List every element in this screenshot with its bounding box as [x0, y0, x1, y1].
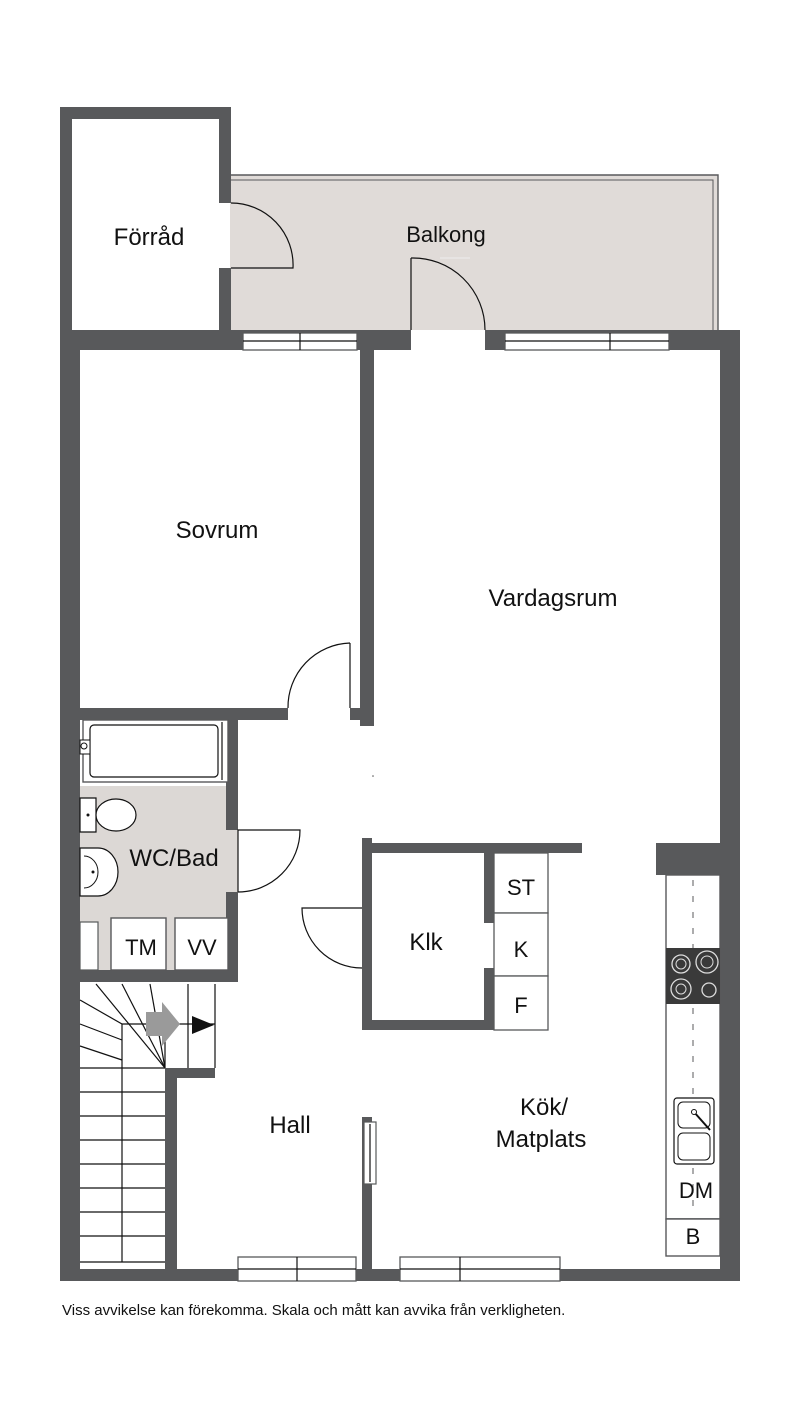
- room-labels: Förråd Balkong Sovrum Vardagsrum WC/Bad …: [114, 222, 713, 1249]
- bathroom-fixtures: [79, 719, 229, 971]
- balcony: [230, 174, 719, 330]
- inner-walls: [80, 350, 720, 1269]
- label-balkong: Balkong: [406, 222, 486, 247]
- label-sovrum: Sovrum: [176, 517, 259, 544]
- bathtub: [82, 719, 229, 783]
- label-vv: VV: [187, 935, 217, 960]
- label-tm: TM: [125, 935, 157, 960]
- door-bedroom: [287, 642, 351, 709]
- staircase: [79, 983, 216, 1263]
- toilet-bowl: [95, 798, 137, 832]
- washbasin: [79, 847, 119, 897]
- washing-machine-box: [110, 917, 167, 971]
- storage-room-floor: [72, 119, 219, 330]
- balcony-railing: [230, 174, 719, 330]
- stairs-arrow-grey: [146, 1002, 180, 1046]
- door-balcony: [410, 257, 486, 331]
- label-b: B: [686, 1224, 701, 1249]
- sink: [673, 1097, 715, 1165]
- k-box: [493, 912, 549, 977]
- disclaimer-text: Viss avvikelse kan förekomma. Skala och …: [62, 1302, 565, 1319]
- label-forrad: Förråd: [114, 224, 185, 251]
- stairs-arrow-black: [192, 1016, 214, 1034]
- label-dm: DM: [679, 1178, 713, 1203]
- label-k: K: [514, 937, 529, 962]
- f-box: [493, 975, 549, 1031]
- label-kok-line2: Matplats: [496, 1126, 587, 1153]
- label-kok-line1: Kök/: [520, 1094, 568, 1121]
- closet-units: [493, 852, 549, 1031]
- label-f: F: [514, 993, 527, 1018]
- kitchen-counter: [665, 874, 721, 1257]
- doors: [230, 202, 486, 1185]
- st-box: [493, 852, 549, 914]
- windows: [237, 332, 670, 1282]
- label-klk: Klk: [409, 929, 443, 956]
- balcony-floor: [230, 175, 718, 330]
- door-storage: [230, 202, 294, 269]
- door-closet: [301, 907, 363, 969]
- door-bathroom: [237, 829, 301, 893]
- counter: [665, 874, 721, 1220]
- cabinet: [79, 921, 99, 971]
- label-vardagsrum: Vardagsrum: [489, 585, 618, 612]
- water-heater-box: [174, 917, 229, 971]
- label-wc-bad: WC/Bad: [129, 845, 218, 872]
- balcony-railing-inner: [230, 179, 714, 330]
- label-st: ST: [507, 875, 535, 900]
- b-box: [665, 1218, 721, 1257]
- label-hall: Hall: [269, 1112, 310, 1139]
